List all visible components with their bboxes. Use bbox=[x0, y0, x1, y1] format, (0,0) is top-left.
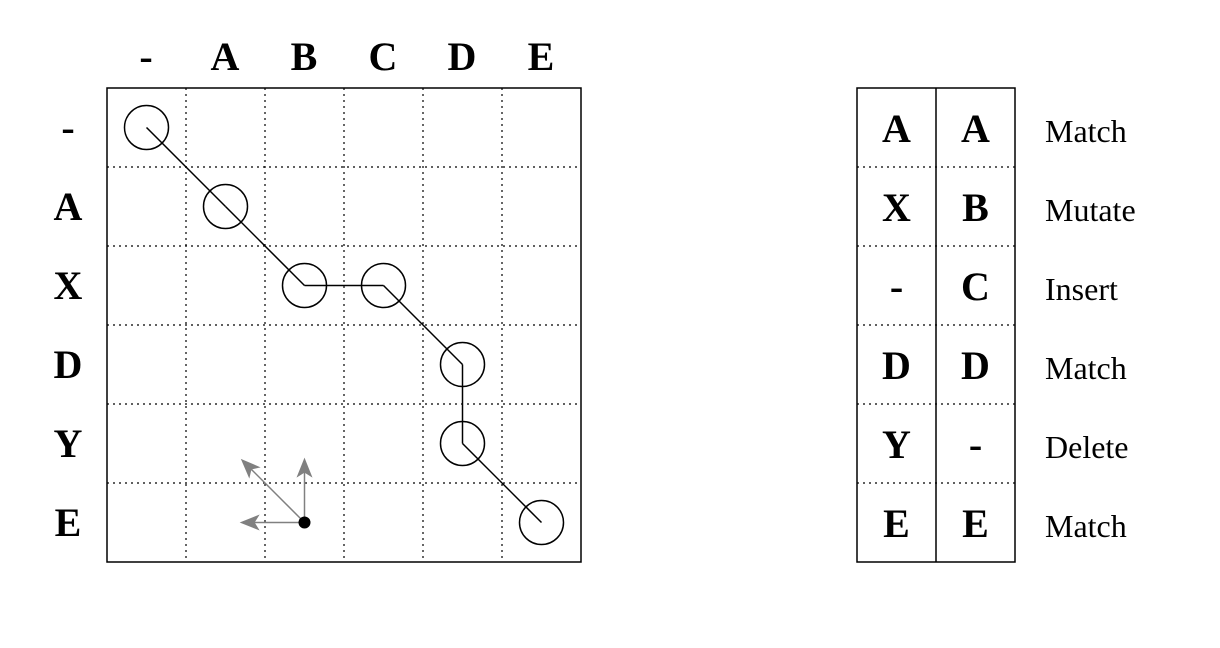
alignment-row: Y - Delete bbox=[882, 422, 1128, 467]
col-header-3: C bbox=[369, 34, 398, 79]
col-header-5: E bbox=[528, 34, 555, 79]
path-segment bbox=[461, 442, 543, 524]
alignment-bottom-char: D bbox=[961, 343, 990, 388]
alignment-operation-label: Match bbox=[1045, 113, 1127, 149]
alignment-row: - C Insert bbox=[890, 264, 1118, 309]
path-segment bbox=[145, 126, 227, 208]
matrix-column-headers: - A B C D E bbox=[139, 34, 554, 79]
row-header-3: D bbox=[54, 342, 83, 387]
path-segment bbox=[224, 205, 306, 287]
alignment-top-char: Y bbox=[882, 422, 911, 467]
row-header-4: Y bbox=[54, 421, 83, 466]
arrowhead-up bbox=[296, 457, 313, 478]
dp-matrix: - A B C D E - A X D Y E bbox=[54, 34, 582, 563]
arrowhead-left bbox=[239, 514, 260, 531]
arrowhead-up-left bbox=[240, 458, 261, 479]
alignment-operation-label: Delete bbox=[1045, 429, 1129, 465]
alignment-top-char: E bbox=[883, 501, 910, 546]
path-node-circle bbox=[202, 183, 249, 230]
alignment-operation-label: Match bbox=[1045, 350, 1127, 386]
alignment-row: X B Mutate bbox=[882, 185, 1136, 230]
arrow-up-left bbox=[243, 461, 306, 524]
alignment-path bbox=[123, 104, 565, 546]
row-header-2: X bbox=[54, 263, 83, 308]
move-direction-arrows bbox=[239, 457, 313, 531]
alignment-bottom-char: C bbox=[961, 264, 990, 309]
arrow-origin-dot bbox=[298, 516, 311, 529]
alignment-row: A A Match bbox=[882, 106, 1127, 151]
alignment-top-char: - bbox=[890, 264, 903, 309]
matrix-frame bbox=[106, 87, 582, 563]
col-header-2: B bbox=[291, 34, 318, 79]
path-node-circle bbox=[439, 420, 486, 467]
col-header-0: - bbox=[139, 34, 152, 79]
alignment-top-char: D bbox=[882, 343, 911, 388]
row-header-5: E bbox=[55, 500, 82, 545]
path-node-circle bbox=[123, 104, 170, 151]
alignment-top-char: X bbox=[882, 185, 911, 230]
alignment-operation-label: Mutate bbox=[1045, 192, 1136, 228]
alignment-top-char: A bbox=[882, 106, 911, 151]
alignment-row: E E Match bbox=[883, 501, 1127, 546]
alignment-bottom-char: E bbox=[962, 501, 989, 546]
row-header-0: - bbox=[61, 105, 74, 150]
alignment-operation-label: Match bbox=[1045, 508, 1127, 544]
path-segment bbox=[382, 284, 464, 366]
path-node-circle bbox=[360, 262, 407, 309]
alignment-bottom-char: B bbox=[962, 185, 989, 230]
path-node-circle bbox=[518, 499, 565, 546]
row-header-1: A bbox=[54, 184, 83, 229]
path-node-circle bbox=[439, 341, 486, 388]
path-node-circle bbox=[281, 262, 328, 309]
alignment-bottom-char: A bbox=[961, 106, 990, 151]
alignment-operation-label: Insert bbox=[1045, 271, 1118, 307]
col-header-4: D bbox=[448, 34, 477, 79]
alignment-bottom-char: - bbox=[969, 422, 982, 467]
col-header-1: A bbox=[211, 34, 240, 79]
matrix-row-headers: - A X D Y E bbox=[54, 105, 83, 545]
alignment-row: D D Match bbox=[882, 343, 1127, 388]
